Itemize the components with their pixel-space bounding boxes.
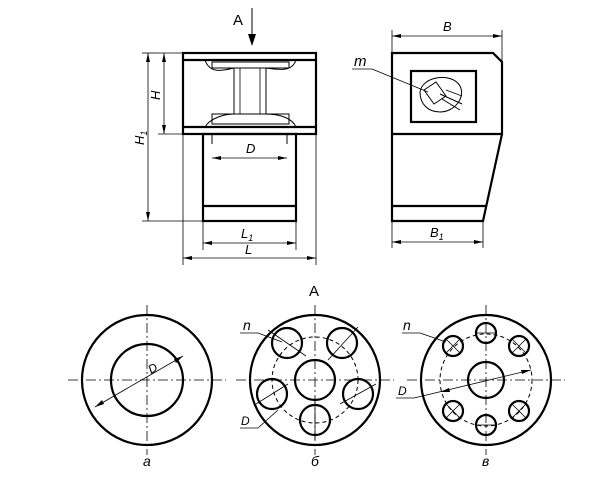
flange-v-bolt-circle xyxy=(439,333,533,427)
dim-D-v-line xyxy=(413,369,532,399)
flange-a-bore xyxy=(109,342,185,418)
callout-n-b-label: n xyxy=(243,317,251,333)
view-arrow-head xyxy=(248,34,256,46)
flange-b-hole xyxy=(341,377,375,411)
motor-terminal xyxy=(423,81,447,105)
front-view: А H H1 D L1 L xyxy=(132,8,318,265)
impeller-bottom-curve xyxy=(204,113,297,128)
dim-D-a-line xyxy=(94,355,184,408)
view-arrow-label: А xyxy=(233,12,243,29)
front-upper-housing xyxy=(181,51,318,136)
flange-v-hole xyxy=(507,399,531,423)
callout-n-v-leader xyxy=(419,332,447,343)
motor-window xyxy=(409,69,478,124)
caption-a: а xyxy=(143,453,151,469)
dim-B1-label: B1 xyxy=(430,225,444,242)
dim-B-label: B xyxy=(443,19,452,34)
flange-b-hole xyxy=(325,326,359,360)
flange-v-hole xyxy=(507,334,531,358)
motor-body xyxy=(419,77,462,113)
dim-D-a-label: D xyxy=(146,360,161,377)
callout-m-label: m xyxy=(354,53,367,70)
callout-n-v-label: n xyxy=(403,317,411,333)
flange-a-outer xyxy=(80,313,214,447)
dim-D-top-label: D xyxy=(246,141,255,156)
dim-H1-sub: 1 xyxy=(139,131,149,136)
flange-b: n D б xyxy=(236,305,394,469)
dim-D-v-label: D xyxy=(398,384,407,398)
dim-H1-label: H1 xyxy=(132,131,149,145)
caption-v: в xyxy=(482,453,489,469)
callout-n-b-leader xyxy=(257,332,283,343)
flange-v-hole xyxy=(441,334,465,358)
flange-b-hole xyxy=(270,326,304,360)
dim-B1-main: B xyxy=(430,225,439,240)
flange-v-bore xyxy=(466,360,506,400)
caption-b: б xyxy=(311,453,320,469)
flange-v-outer xyxy=(419,313,553,447)
flange-v: n D в xyxy=(396,305,565,469)
dim-L-label: L xyxy=(245,242,252,257)
side-view: m B B1 xyxy=(352,19,504,248)
view-A-title: А xyxy=(309,283,319,300)
dim-H-label: H xyxy=(148,90,163,100)
callout-m-leader xyxy=(371,68,429,93)
dim-D-b-label: D xyxy=(241,414,250,428)
flange-a: D а xyxy=(68,305,226,469)
flange-v-hole xyxy=(441,399,465,423)
dim-L1-label: L1 xyxy=(241,226,253,243)
dim-H1-main: H xyxy=(132,135,147,145)
dim-L1-main: L xyxy=(241,226,248,241)
dim-L1-sub: 1 xyxy=(248,233,253,243)
flange-b-hole xyxy=(255,377,289,411)
callout-D-b-leader xyxy=(257,409,279,429)
flange-b-outer xyxy=(248,313,382,447)
front-lower-housing xyxy=(201,132,298,223)
dim-B1-sub: 1 xyxy=(439,232,444,242)
